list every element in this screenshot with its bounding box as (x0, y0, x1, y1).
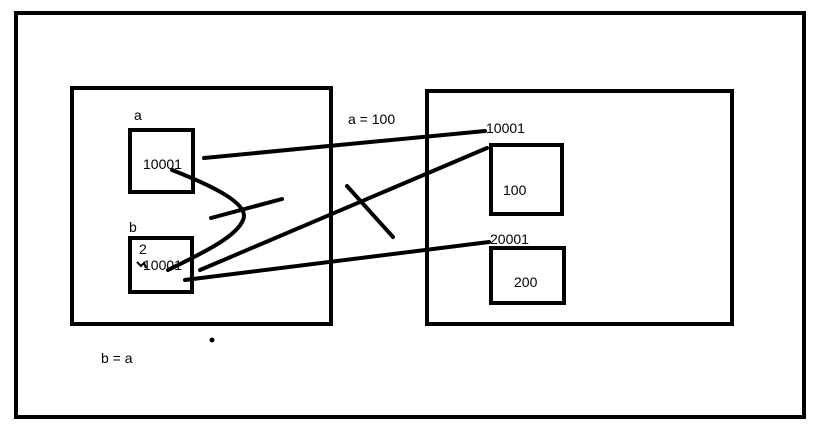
cross-mark-reassign (345, 184, 395, 239)
heap-addr-2: 20001 (490, 231, 529, 247)
var-b-box (128, 236, 194, 294)
var-b-old-value: 2 (139, 241, 147, 257)
heap-object-100-box (489, 143, 564, 216)
cross-mark-on-curve (209, 197, 284, 220)
stray-dot (209, 337, 215, 343)
ref-arrow-b-to-10001 (198, 146, 489, 272)
assign-a-annotation: a = 100 (348, 111, 396, 127)
assign-b-annotation: b = a (101, 350, 133, 366)
ref-arrow-a-to-10001 (202, 129, 487, 160)
heap-region (425, 89, 734, 326)
stack-region (70, 86, 333, 326)
var-b-value: 10001 (143, 257, 182, 273)
var-a-label: a (134, 107, 142, 123)
heap-addr-1: 10001 (486, 120, 525, 136)
outer-frame (14, 11, 806, 419)
ref-arrow-b-to-20001 (183, 240, 491, 282)
heap-value-1: 100 (503, 182, 527, 198)
var-a-value: 10001 (143, 156, 182, 172)
var-b-label: b (129, 219, 137, 235)
heap-value-2: 200 (514, 274, 538, 290)
heap-object-200-box (489, 246, 566, 305)
scribble-old-value (136, 261, 147, 269)
copy-curve-a-to-b (166, 168, 246, 272)
var-a-box (128, 128, 195, 194)
